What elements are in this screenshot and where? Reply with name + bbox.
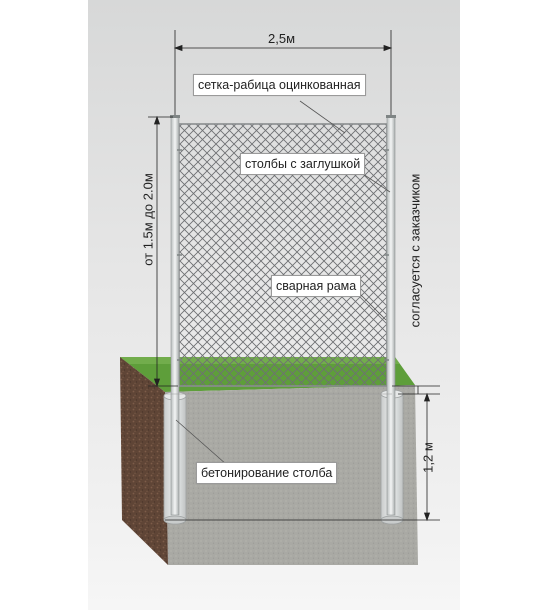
width-dimension-line bbox=[173, 30, 393, 115]
agreed-with-customer-note: согласуется с заказчиком bbox=[407, 173, 423, 328]
post-left bbox=[170, 115, 180, 516]
post-right bbox=[386, 115, 396, 516]
frame-brackets bbox=[177, 149, 389, 361]
posts-label: столбы с заглушкой bbox=[240, 153, 366, 175]
concrete-label: бетонирование столба bbox=[196, 462, 338, 484]
width-dimension-text: 2,5м bbox=[268, 31, 296, 46]
depth-dimension-text: 1,2 м bbox=[420, 442, 436, 473]
soil-side bbox=[120, 357, 168, 565]
depth-dimension-line bbox=[165, 385, 440, 522]
height-dimension-text: от 1.5м до 2.0м bbox=[140, 173, 156, 266]
height-dimension-line bbox=[148, 115, 178, 388]
mesh-label: сетка-рабица оцинкованная bbox=[193, 74, 366, 96]
frame-label: сварная рама bbox=[271, 275, 362, 297]
